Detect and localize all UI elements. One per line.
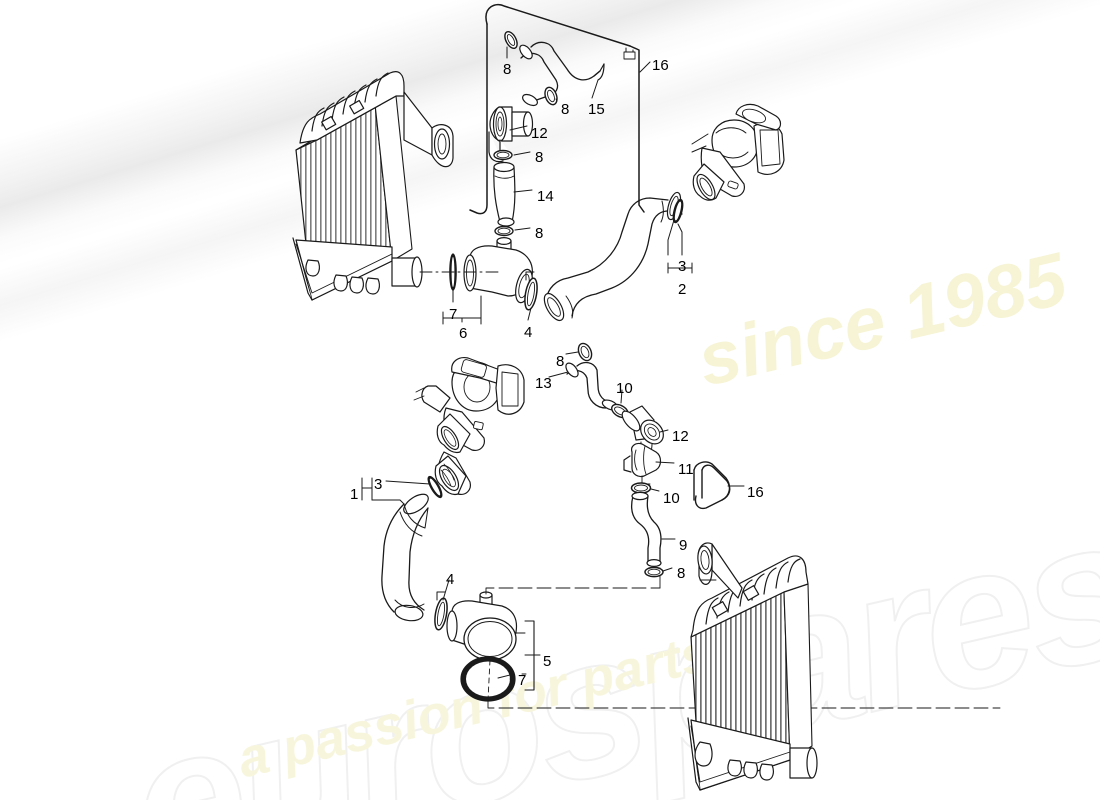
turbocharger-right [691,103,785,201]
part-7-o-ring-bottom [460,656,516,702]
part-2-charge-air-pipe [543,191,683,322]
callout-number-11: 11 [678,461,694,478]
callout-number-1: 1 [350,486,359,503]
callout-number-9: 9 [679,537,688,554]
callout-number-3: 3 [678,258,687,275]
callout-number-12: 12 [531,125,548,142]
leader-lines [361,46,745,679]
part-13-vacuum-hose-upper [565,361,619,411]
part-4-clamp-upper [524,271,538,311]
part-8-clamp-top-d [494,225,514,237]
callout-number-6: 6 [459,325,468,342]
charge-air-cooler-left [292,71,454,301]
part-16-vacuum-line-upper [469,3,645,215]
part-8-clamp-mid-b [644,566,664,578]
part-15-vacuum-hose [519,41,605,107]
part-10-clamp-lower [630,482,652,494]
part-3-o-ring-upper [672,198,684,224]
callout-number-8: 8 [535,149,544,166]
callout-number-8: 8 [503,61,512,78]
callout-number-16: 16 [747,484,764,501]
part-11-retaining-bracket [623,442,662,485]
callout-number-8: 8 [677,565,686,582]
callout-number-4: 4 [524,324,533,341]
callout-number-14: 14 [537,188,554,205]
part-4-clamp-lower [434,591,448,631]
part-8-clamp-top-b [544,86,558,106]
part-8-clamp-mid-a [577,342,593,362]
callout-number-8: 8 [556,353,565,370]
callout-number-4: 4 [446,571,455,588]
part-6-connecting-piece [463,237,533,304]
part-8-clamp-top-a [504,31,518,49]
part-12-check-valve-lower [621,405,664,460]
part-14-connecting-hose [493,161,516,227]
callout-number-7: 7 [518,672,527,689]
callout-number-2: 2 [678,281,687,298]
callout-number-7: 7 [449,306,458,323]
callout-number-3: 3 [374,476,383,493]
callout-number-12: 12 [672,428,689,445]
callout-number-10: 10 [616,380,633,397]
part-8-clamp-top-c [493,149,513,161]
part-16-vacuum-line-lower [693,461,731,510]
callout-number-5: 5 [543,653,552,670]
part-12-check-valve-top [488,106,534,163]
callout-number-8: 8 [561,101,570,118]
callout-number-8: 8 [535,225,544,242]
callout-number-10: 10 [663,490,680,507]
part-9-vacuum-hose-lower [631,491,662,567]
part-1-pressure-hose [381,493,429,622]
charge-air-cooler-right [687,542,818,791]
callout-number-15: 15 [588,101,605,118]
turbocharger-left [413,357,525,496]
part-3-o-ring-lower [427,475,443,499]
callout-number-13: 13 [535,375,552,392]
part-5-connecting-piece-bottom [446,591,518,661]
callout-number-16: 16 [652,57,669,74]
